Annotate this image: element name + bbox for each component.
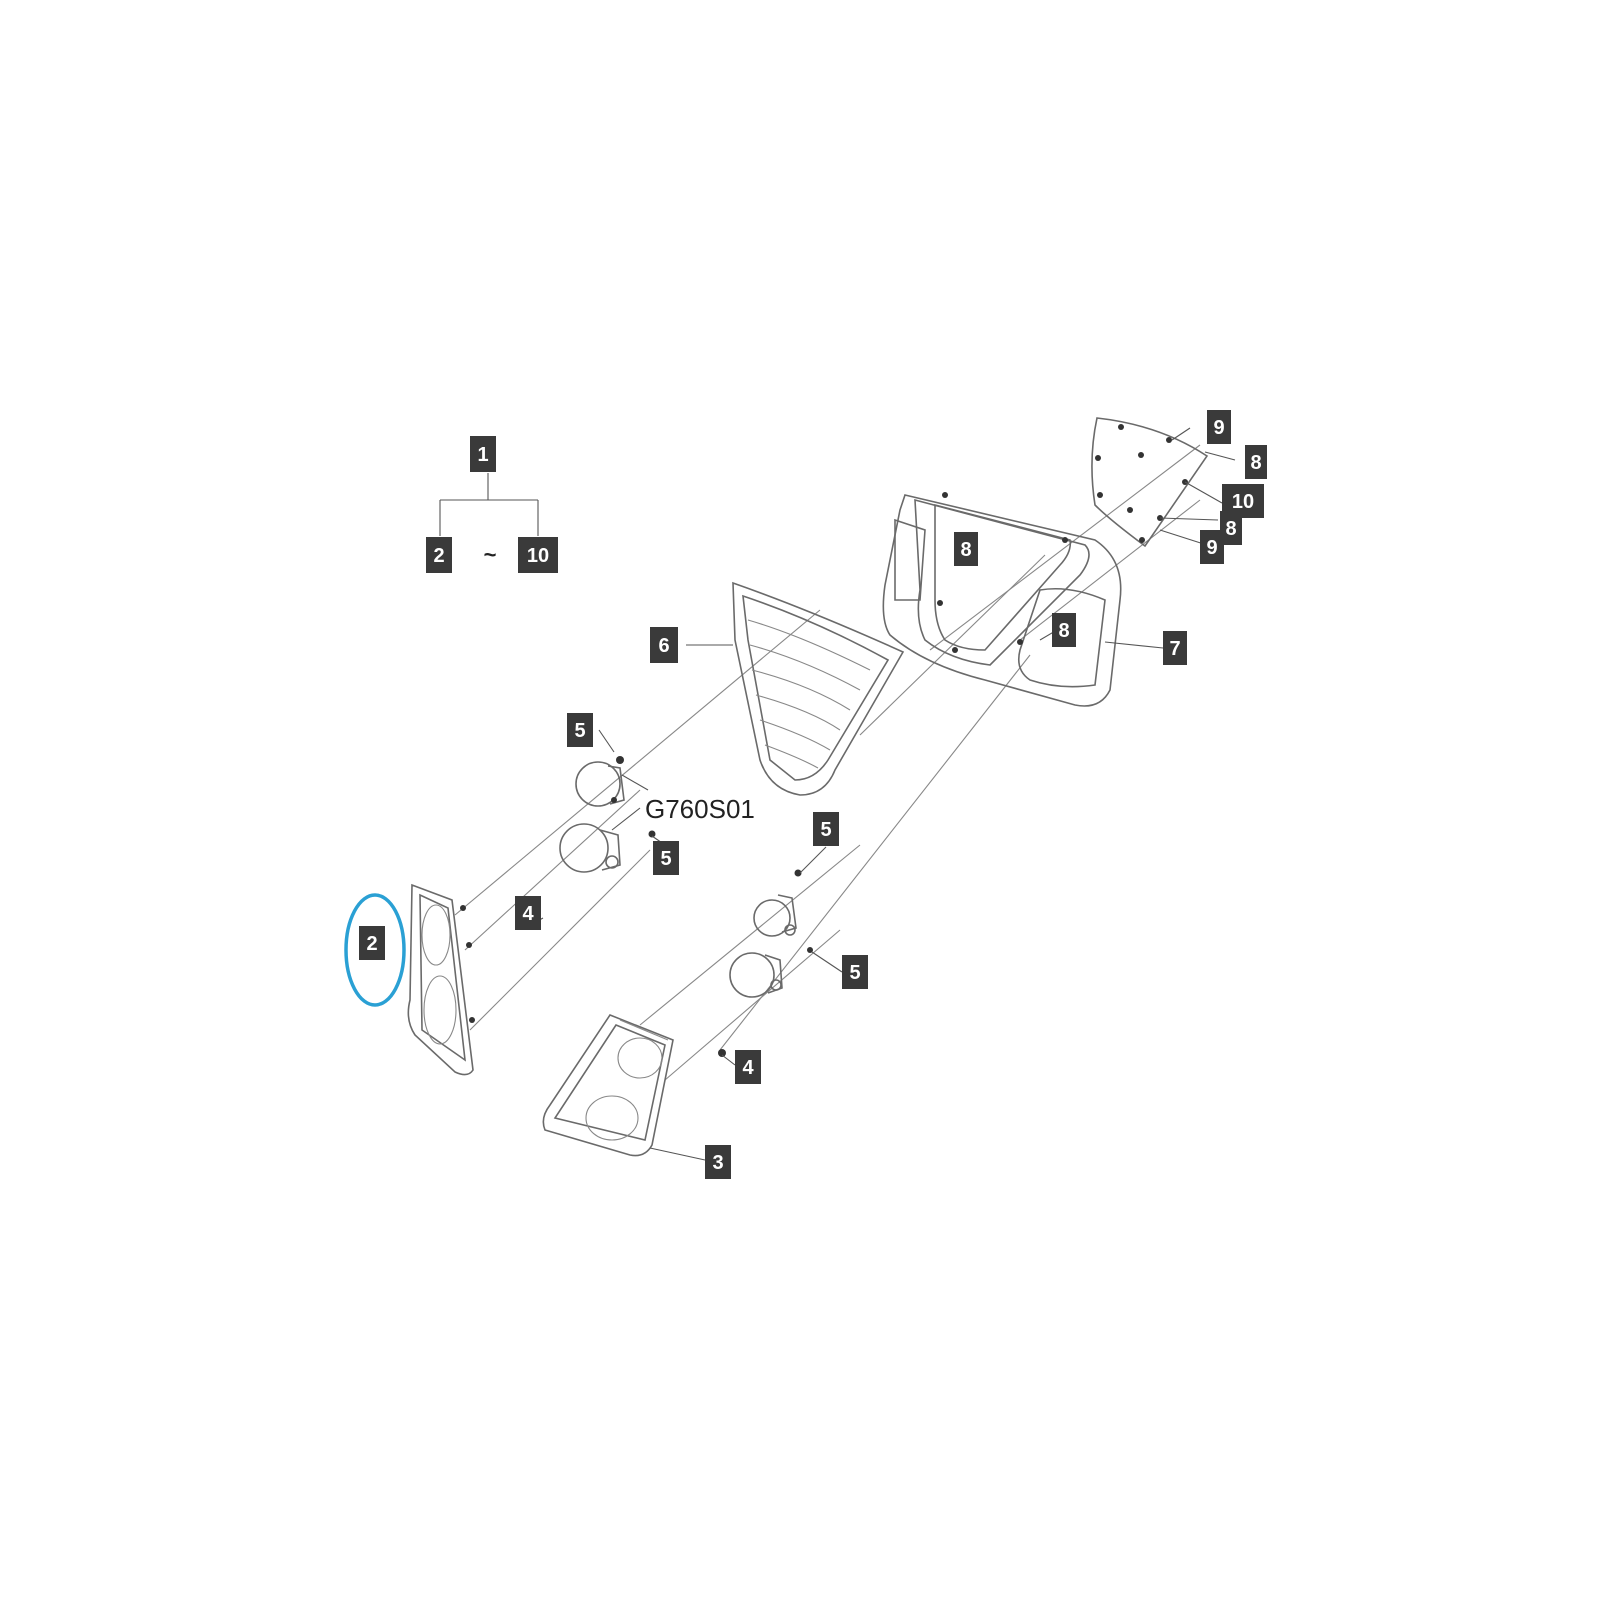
svg-text:3: 3 [712,1152,723,1174]
callout-2: 2 [359,926,385,960]
callout-8-top: 8 [1245,445,1267,479]
callout-5-upper-right: 5 [813,812,839,846]
callout-3: 3 [705,1145,731,1179]
callout-5-lower-left: 5 [653,841,679,875]
svg-text:8: 8 [1225,518,1236,540]
svg-text:7: 7 [1169,638,1180,660]
lower-left-lamp [559,823,656,873]
callout-4-left: 4 [515,896,541,930]
callout-8-frame-right: 8 [1052,613,1076,647]
tree-parent-callout: 1 [470,436,496,472]
upper-right-lamp [753,869,802,937]
svg-text:4: 4 [522,903,534,925]
callout-5-lower-right: 5 [842,955,868,989]
leader-lines [524,427,1236,1161]
callout-9-top: 9 [1207,410,1231,444]
callout-7: 7 [1163,631,1187,665]
svg-text:8: 8 [960,539,971,561]
svg-text:8: 8 [1058,620,1069,642]
part-tree: 1 2 ~ 10 [426,436,558,573]
callout-6: 6 [650,627,678,663]
svg-text:2: 2 [366,933,377,955]
svg-text:4: 4 [742,1057,754,1079]
callout-4-right: 4 [735,1050,761,1084]
triangle-plate [1091,417,1209,548]
svg-text:5: 5 [849,962,860,984]
svg-text:5: 5 [574,720,585,742]
tree-range-start-callout: 2 [426,537,452,573]
right-headlamp-housing [542,1014,674,1157]
svg-text:8: 8 [1250,452,1261,474]
callout-9-bottom: 9 [1200,530,1224,564]
frame-part [882,492,1122,707]
svg-text:10: 10 [1232,491,1254,513]
left-headlamp-housing [407,883,475,1076]
diagram-code-label: G760S01 [645,794,755,824]
highlight-ring [344,893,406,1007]
lower-right-lamp [718,947,813,1057]
svg-text:5: 5 [660,848,671,870]
tree-range-separator: ~ [484,542,497,567]
callout-8-frame-left: 8 [954,532,978,566]
svg-text:5: 5 [820,819,831,841]
svg-text:10: 10 [527,545,549,567]
grille-part [732,581,905,796]
tree-range-end-callout: 10 [518,537,558,573]
svg-text:9: 9 [1206,537,1217,559]
assembly-axis-lines [454,444,1201,1081]
callout-5-upper-left: 5 [567,713,593,747]
svg-text:2: 2 [433,545,444,567]
upper-left-lamp [575,756,625,807]
svg-text:6: 6 [658,635,669,657]
svg-text:9: 9 [1213,417,1224,439]
callout-8-right: 8 [1220,511,1242,545]
svg-text:1: 1 [477,444,488,466]
